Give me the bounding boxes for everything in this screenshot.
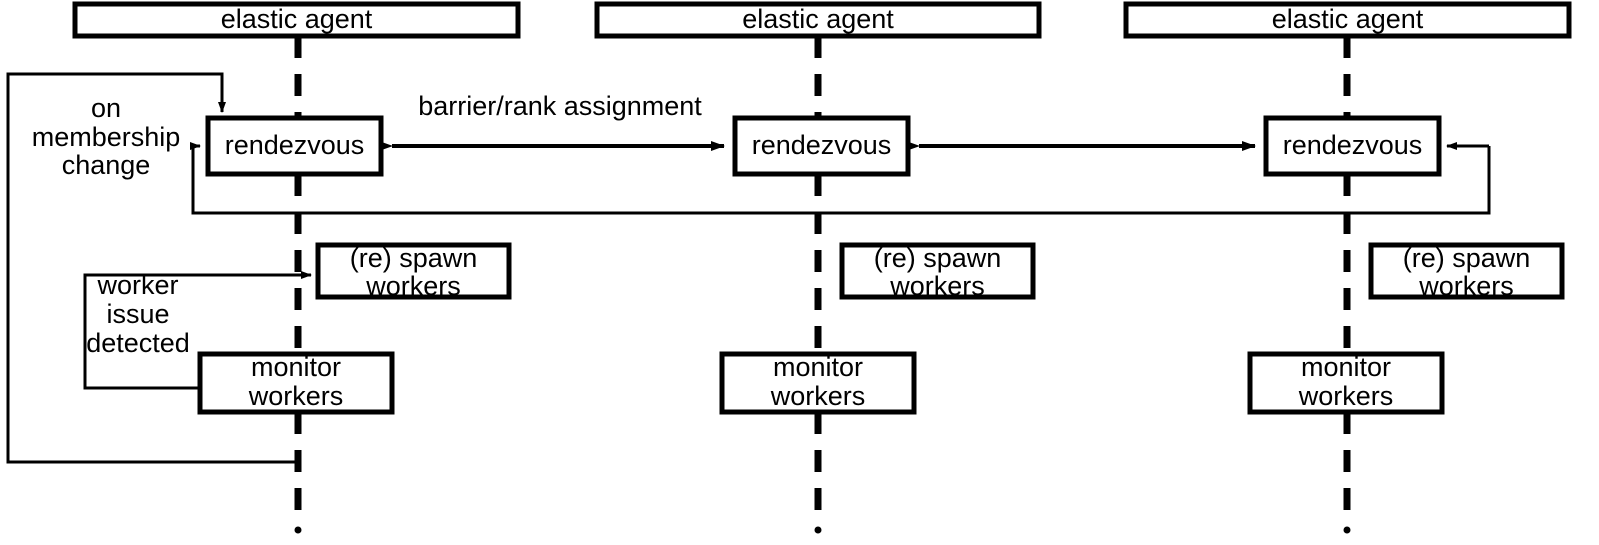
rendezvous-label-1: rendezvous bbox=[225, 130, 365, 160]
rendezvous-box-2[interactable] bbox=[732, 115, 911, 177]
connector-on-membership-change bbox=[6, 72, 298, 464]
rendezvous-box-3[interactable] bbox=[1263, 115, 1442, 177]
respawn-workers-box-1[interactable] bbox=[315, 242, 512, 300]
connector-rendezvous-sync-return bbox=[190, 142, 1491, 215]
connector-group bbox=[6, 72, 1491, 464]
lifeline-agent-1-end-dot bbox=[294, 526, 302, 534]
respawn-workers-label-2-line-2: workers bbox=[889, 271, 985, 301]
on-membership-change-label-line-1: on bbox=[91, 93, 121, 123]
monitor-workers-label-3-line-1: monitor bbox=[1301, 352, 1391, 382]
respawn-workers-box-3[interactable] bbox=[1368, 242, 1565, 300]
monitor-workers-label-1-line-1: monitor bbox=[251, 352, 341, 382]
monitor-workers-box-1[interactable] bbox=[197, 351, 395, 415]
elastic-agent-header-label-3: elastic agent bbox=[1272, 4, 1424, 34]
worker-issue-detected-label-line-2: issue bbox=[106, 299, 169, 329]
edge-label-group: on membership change barrier/rank assign… bbox=[32, 91, 703, 358]
respawn-workers-label-3-line-1: (re) spawn bbox=[1403, 243, 1531, 273]
monitor-workers-label-2-line-1: monitor bbox=[773, 352, 863, 382]
respawn-workers-label-1-line-2: workers bbox=[365, 271, 461, 301]
respawn-workers-label-1-line-1: (re) spawn bbox=[350, 243, 478, 273]
worker-issue-detected-label-line-1: worker bbox=[96, 270, 178, 300]
column-agent-3: elastic agent rendezvous (re) spawn work… bbox=[1123, 1, 1572, 415]
on-membership-change-label-line-2: membership bbox=[32, 122, 181, 152]
elastic-agent-header-label-1: elastic agent bbox=[221, 4, 373, 34]
respawn-workers-box-2[interactable] bbox=[839, 242, 1036, 300]
monitor-workers-label-1-line-2: workers bbox=[248, 381, 344, 411]
on-membership-change-label-line-3: change bbox=[62, 150, 151, 180]
rendezvous-box-1[interactable] bbox=[205, 115, 384, 177]
respawn-workers-label-3-line-2: workers bbox=[1418, 271, 1514, 301]
column-agent-2: elastic agent rendezvous (re) spawn work… bbox=[594, 1, 1042, 415]
lifeline-group bbox=[294, 36, 1351, 534]
barrier-rank-assignment-label: barrier/rank assignment bbox=[418, 91, 702, 121]
respawn-workers-label-2-line-1: (re) spawn bbox=[874, 243, 1002, 273]
elastic-agent-header-box-1[interactable] bbox=[72, 1, 521, 39]
column-agent-1: elastic agent rendezvous (re) spawn work… bbox=[72, 1, 521, 415]
elastic-agent-header-box-2[interactable] bbox=[594, 1, 1042, 39]
monitor-workers-box-2[interactable] bbox=[719, 351, 917, 415]
monitor-workers-label-2-line-2: workers bbox=[770, 381, 866, 411]
elastic-agent-header-box-3[interactable] bbox=[1123, 1, 1572, 39]
monitor-workers-box-3[interactable] bbox=[1247, 351, 1445, 415]
rendezvous-label-3: rendezvous bbox=[1283, 130, 1423, 160]
elastic-agent-header-label-2: elastic agent bbox=[742, 4, 894, 34]
lifeline-agent-2-end-dot bbox=[814, 526, 822, 534]
worker-issue-detected-label-line-3: detected bbox=[86, 328, 190, 358]
lifeline-agent-3-end-dot bbox=[1343, 526, 1351, 534]
connector-worker-issue-detected bbox=[83, 271, 312, 390]
monitor-workers-label-3-line-2: workers bbox=[1298, 381, 1394, 411]
rendezvous-label-2: rendezvous bbox=[752, 130, 892, 160]
